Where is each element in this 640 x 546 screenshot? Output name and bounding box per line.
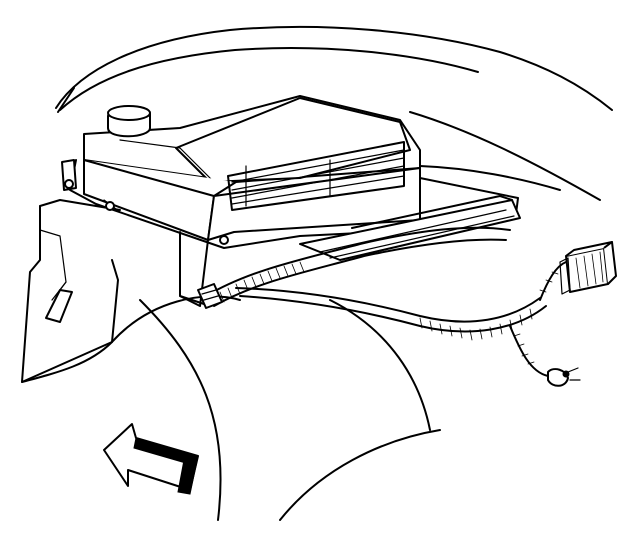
harness-corrugation: [219, 261, 559, 365]
harness-connector: [559, 241, 617, 295]
fender: [21, 199, 441, 521]
direction-arrow: [103, 423, 199, 495]
reservoir-cap: [107, 105, 151, 138]
module-housing: [61, 95, 521, 307]
hood-edge: [55, 25, 613, 201]
wiring-harness: [197, 226, 581, 387]
